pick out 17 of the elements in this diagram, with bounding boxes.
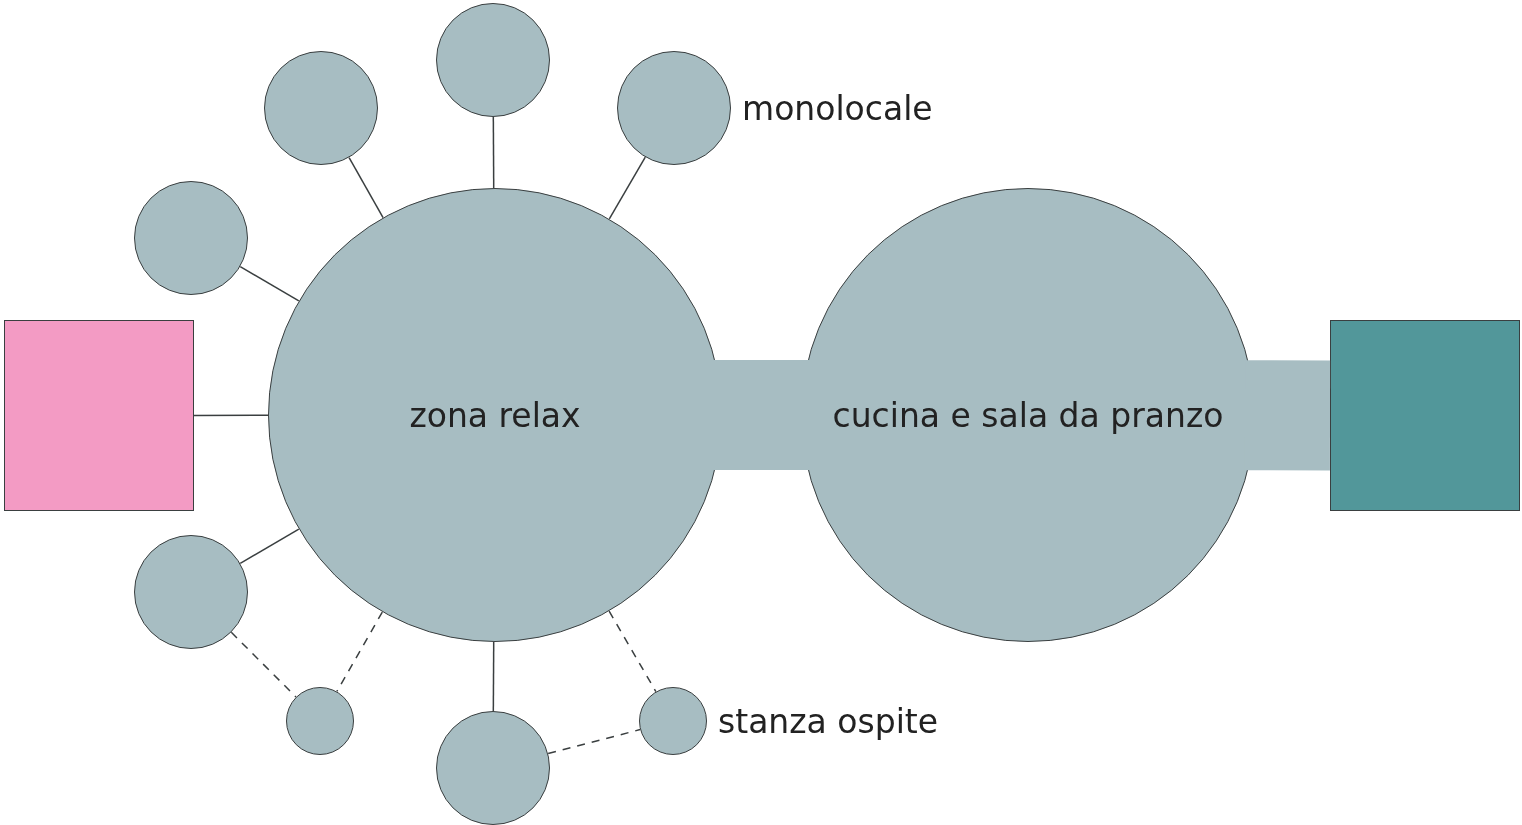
room-label: cucina e sala da pranzo <box>832 395 1224 435</box>
connector-line <box>193 414 269 417</box>
connector-line <box>230 631 297 698</box>
connector-line <box>608 156 647 220</box>
area-box <box>4 320 194 511</box>
connector-line <box>608 610 657 693</box>
room-caption: monolocale <box>742 88 933 128</box>
connector-line <box>492 116 495 189</box>
connector-line <box>239 528 300 565</box>
room-caption: stanza ospite <box>718 701 939 741</box>
connector-line <box>336 611 384 693</box>
room-label: zona relax <box>409 395 581 435</box>
connector-line <box>348 156 384 219</box>
area-box <box>1330 320 1520 511</box>
connector-line <box>547 728 641 755</box>
connector-line <box>492 641 495 712</box>
connector-line <box>239 265 300 302</box>
